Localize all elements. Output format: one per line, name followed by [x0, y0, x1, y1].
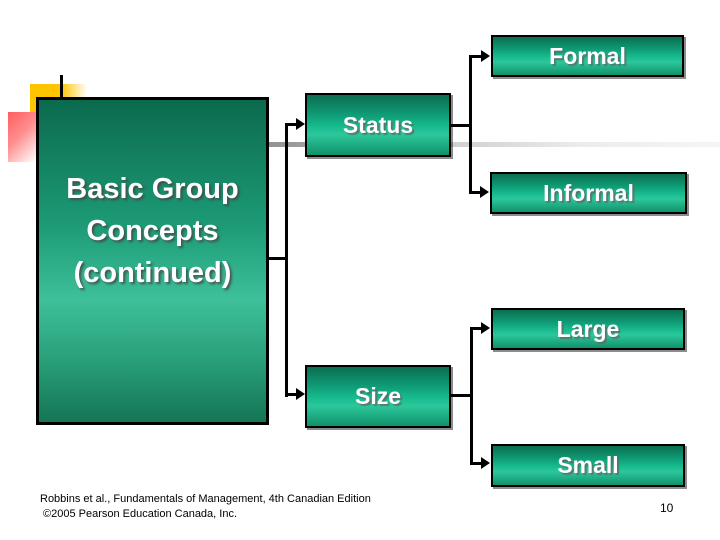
- size-node-label: Size: [354, 383, 402, 409]
- node-basic-group-concepts: Basic Group Concepts (continued): [36, 97, 269, 425]
- horizontal-divider-line: [260, 142, 720, 147]
- arrowhead-formal-icon: [481, 50, 490, 62]
- large-node-label: Large: [556, 315, 620, 342]
- arrowhead-size-icon: [296, 388, 305, 400]
- arrowhead-status-icon: [296, 118, 305, 130]
- arrowhead-small-icon: [481, 457, 490, 469]
- connector-status-out: [449, 124, 472, 127]
- connector-to-informal: [469, 191, 482, 194]
- node-informal: Informal: [490, 172, 687, 214]
- black-tick-decoration: [60, 75, 63, 99]
- node-large: Large: [491, 308, 685, 350]
- connector-to-size: [285, 393, 298, 396]
- connector-size-vertical: [470, 328, 473, 465]
- status-node-label: Status: [342, 111, 414, 138]
- connector-root-horizontal: [267, 257, 287, 260]
- connector-to-small: [470, 462, 482, 465]
- footer-line-2: ©2005 Pearson Education Canada, Inc.: [43, 507, 238, 520]
- connector-to-large: [470, 327, 482, 330]
- connector-size-out: [449, 394, 472, 397]
- node-formal: Formal: [491, 35, 684, 77]
- connector-to-formal: [469, 55, 483, 58]
- connector-root-vertical: [285, 123, 288, 397]
- node-small: Small: [491, 444, 685, 487]
- formal-node-label: Formal: [549, 42, 626, 69]
- arrowhead-informal-icon: [480, 186, 489, 198]
- small-node-label: Small: [557, 452, 619, 478]
- footer-line-1: Robbins et al., Fundamentals of Manageme…: [40, 493, 371, 505]
- footer-citation: Robbins et al., Fundamentals of Manageme…: [40, 492, 371, 522]
- root-node-label: Basic Group Concepts (continued): [66, 172, 239, 290]
- node-size: Size: [305, 365, 451, 428]
- node-status: Status: [305, 93, 451, 157]
- arrowhead-large-icon: [481, 322, 490, 334]
- page-number: 10: [660, 501, 674, 515]
- informal-node-label: Informal: [543, 179, 634, 206]
- connector-status-vertical: [469, 55, 472, 193]
- connector-to-status: [285, 123, 298, 126]
